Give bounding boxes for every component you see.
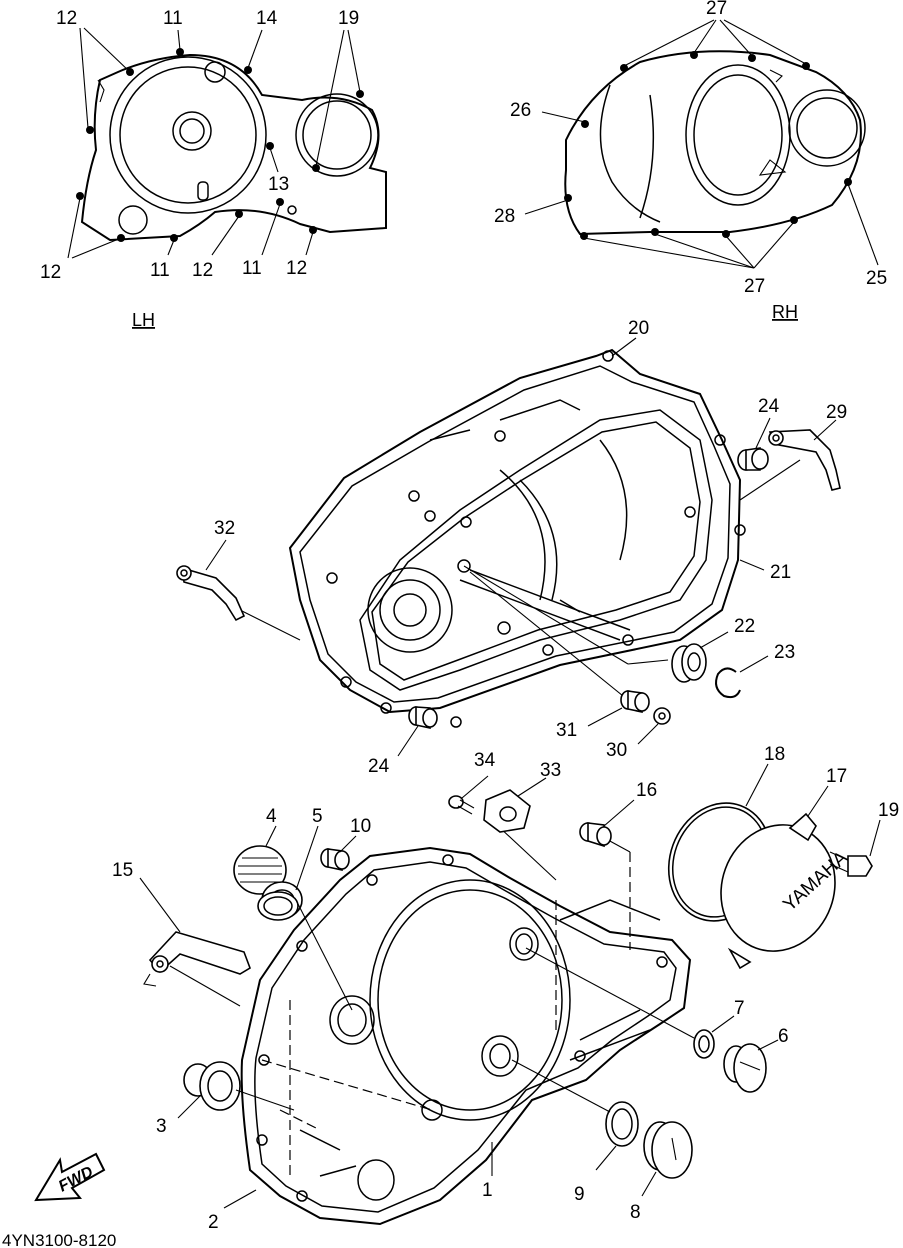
bracket-32	[176, 565, 246, 622]
callout-22: 22	[734, 616, 755, 637]
callout-21: 21	[770, 562, 791, 583]
dowel-pin-24-upper	[737, 447, 769, 471]
plug-3	[183, 1061, 241, 1111]
callout-6: 6	[778, 1026, 789, 1047]
crankcase-gasket-assembly	[239, 348, 801, 728]
callout-lh-14: 14	[256, 8, 278, 29]
callout-5: 5	[312, 806, 323, 827]
rh-gasket-view	[524, 19, 879, 269]
callout-20: 20	[628, 318, 649, 339]
callout-24-lower: 24	[368, 756, 390, 777]
dowel-pin-10	[320, 848, 350, 871]
callout-34: 34	[474, 750, 496, 771]
callout-16: 16	[636, 780, 657, 801]
callout-19: 19	[878, 800, 899, 821]
callout-30: 30	[606, 740, 627, 761]
washer-30	[653, 707, 671, 725]
callout-lh-12-top: 12	[56, 8, 77, 29]
callout-33: 33	[540, 760, 561, 781]
dowel-pin-24-lower	[408, 706, 438, 729]
callout-10: 10	[350, 816, 371, 837]
clamp-33	[483, 789, 531, 833]
crankcase-cover-1	[240, 825, 692, 1226]
callout-rh-25: 25	[866, 268, 887, 289]
callout-9: 9	[574, 1184, 585, 1205]
bottom-small-parts: YAMAHA	[143, 789, 873, 1179]
callout-lh-19: 19	[338, 8, 359, 29]
drawing-code: 4YN3100-8120	[2, 1231, 116, 1248]
plug-6	[723, 1043, 767, 1093]
callout-8: 8	[630, 1202, 641, 1223]
callout-lh-12-bottom-left: 12	[40, 262, 61, 283]
cap-8	[643, 1121, 693, 1179]
fwd-arrow: FWD	[34, 1152, 106, 1202]
callout-lh-12-bottom-mid: 12	[192, 260, 213, 281]
callout-3: 3	[156, 1116, 167, 1137]
callout-17: 17	[826, 766, 847, 787]
callout-4: 4	[266, 806, 277, 827]
callout-lh-12-bottom-right: 12	[286, 258, 307, 279]
rh-section-label: RH	[772, 302, 798, 322]
callout-18: 18	[764, 744, 785, 765]
bracket-15	[143, 931, 251, 987]
callout-24-upper: 24	[758, 396, 780, 417]
dowel-pin-16	[579, 822, 612, 848]
callout-23: 23	[774, 642, 795, 663]
callout-rh-27-top: 27	[706, 0, 727, 19]
bracket-29	[768, 429, 841, 491]
dowel-pin-31	[620, 690, 650, 713]
callout-7: 7	[734, 998, 745, 1019]
o-ring-5	[257, 891, 299, 921]
screw-34	[448, 795, 475, 815]
callout-31: 31	[556, 720, 577, 741]
o-ring-9	[605, 1101, 639, 1147]
callout-1: 1	[482, 1180, 493, 1201]
oil-seal-22	[671, 643, 707, 683]
callout-rh-27-bottom: 27	[744, 276, 765, 297]
callout-15: 15	[112, 860, 133, 881]
lh-section-label: LH	[132, 310, 155, 330]
o-ring-7	[693, 1029, 715, 1059]
callout-lh-11-top: 11	[163, 8, 183, 29]
callout-lh-11-bottom-mid: 11	[242, 258, 262, 279]
callout-lh-11-bottom-left: 11	[150, 260, 170, 281]
callout-32: 32	[214, 518, 235, 539]
lh-gasket-view	[67, 27, 387, 259]
callout-lh-13: 13	[268, 174, 289, 195]
bolt-19	[829, 851, 873, 877]
callout-29: 29	[826, 402, 847, 423]
middle-small-parts	[176, 429, 841, 729]
callout-rh-28: 28	[494, 206, 515, 227]
circlip-23	[715, 667, 741, 699]
callout-rh-26: 26	[510, 100, 531, 121]
callout-2: 2	[208, 1212, 219, 1233]
